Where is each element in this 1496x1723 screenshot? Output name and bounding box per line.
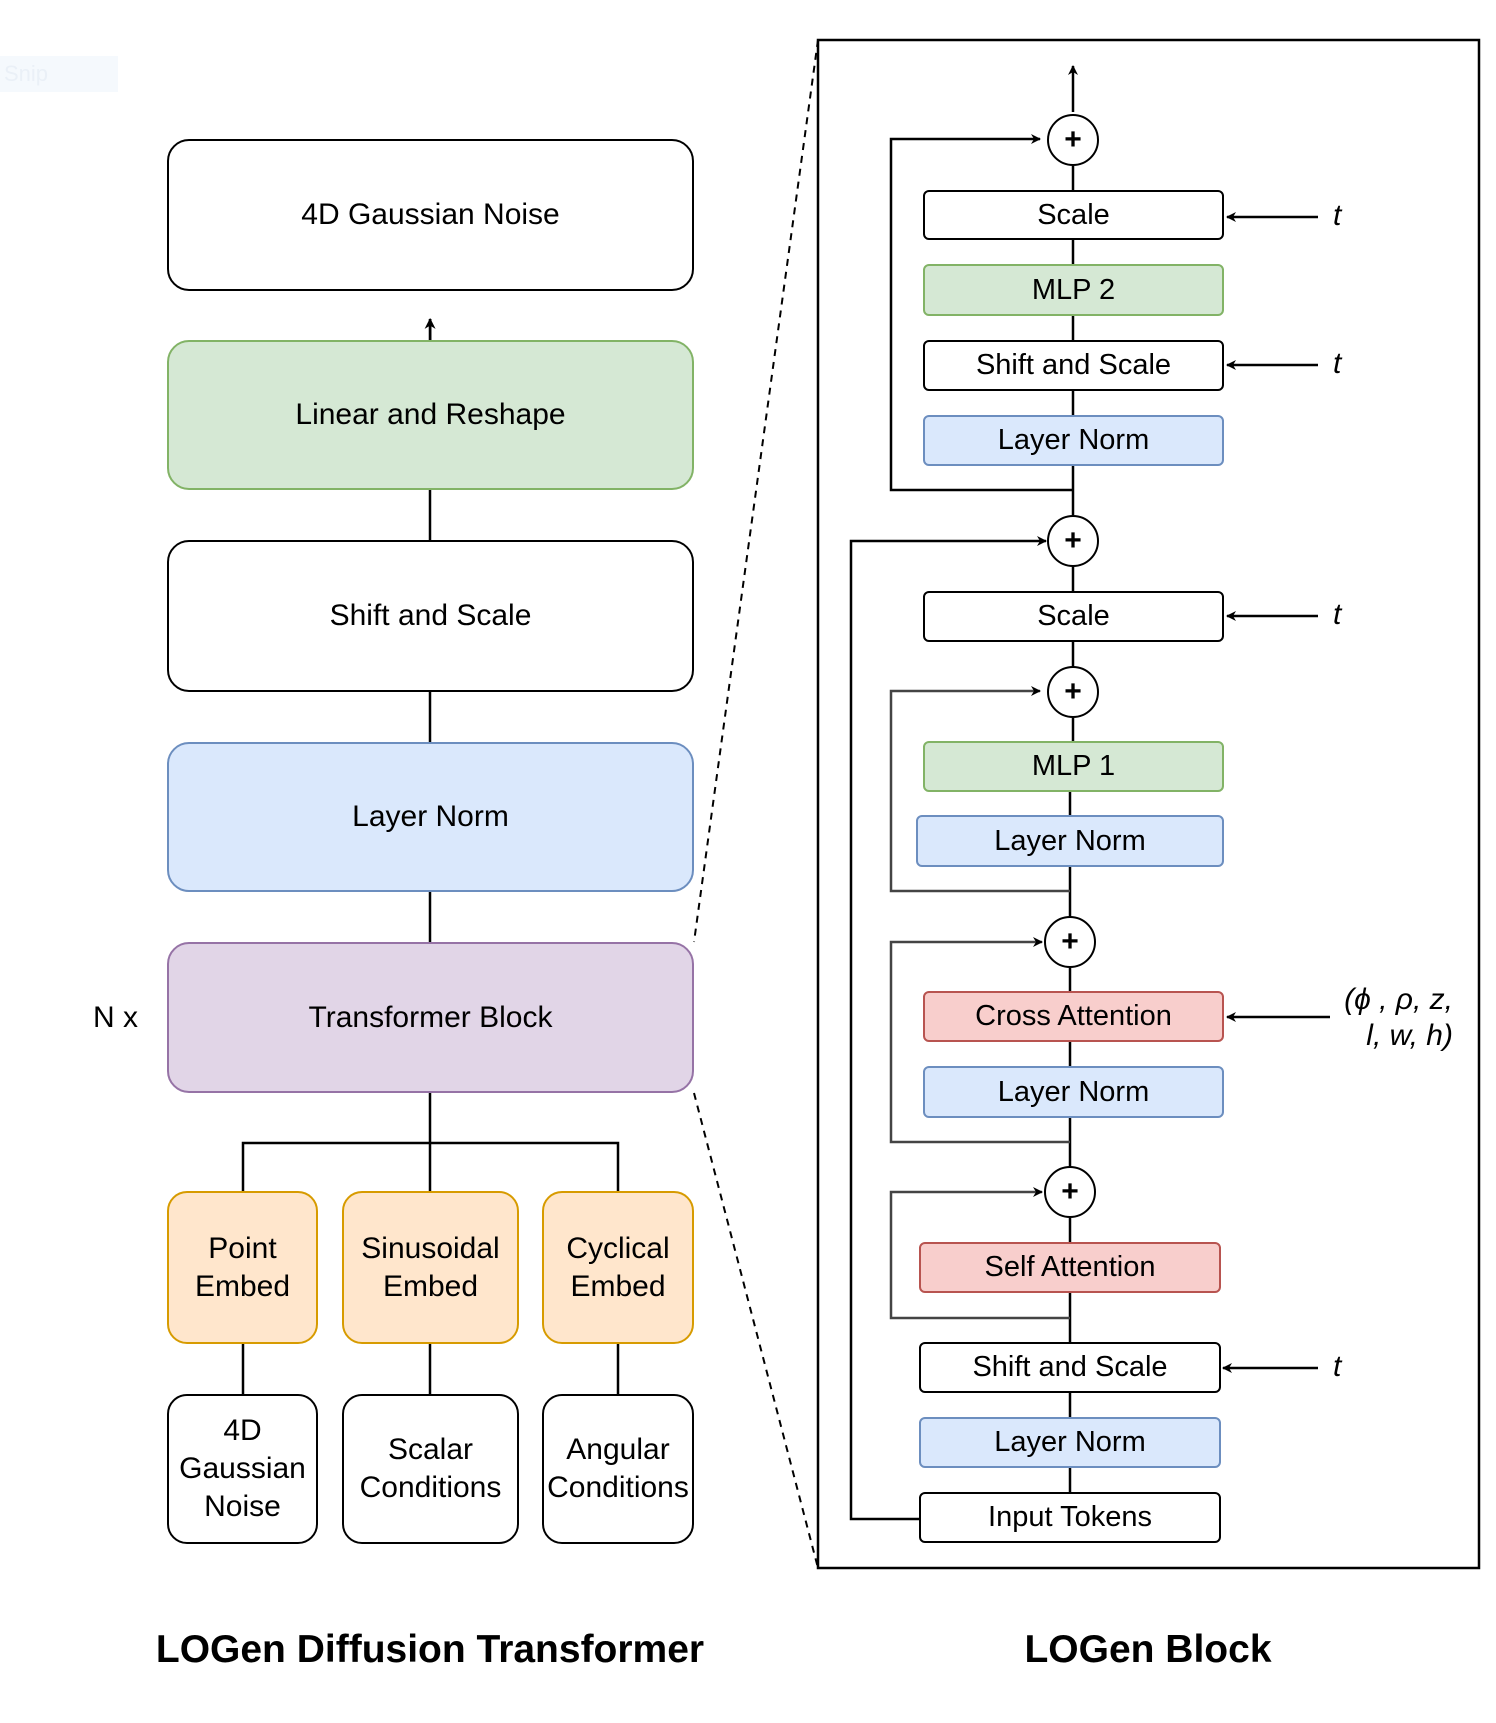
layer-norm-3-label: Layer Norm [997, 1075, 1150, 1108]
layer-norm-4-box: Layer Norm [919, 1417, 1221, 1468]
layer-norm-3-box: Layer Norm [923, 1066, 1224, 1118]
shift-scale-bottom-box: Shift and Scale [919, 1342, 1221, 1393]
mlp1-box: MLP 1 [923, 741, 1224, 792]
cyclical-embed-label: Cyclical Embed [566, 1231, 670, 1303]
mlp1-label: MLP 1 [1031, 750, 1116, 782]
cyclical-embed-box: Cyclical Embed [542, 1191, 694, 1344]
mlp2-box: MLP 2 [923, 264, 1224, 316]
cross-attention-label: Cross Attention [975, 1000, 1172, 1032]
timestep-label-4: t [1333, 1350, 1342, 1383]
shift-scale-top-box: Shift and Scale [923, 340, 1224, 391]
gaussian-noise-input-box: 4D Gaussian Noise [167, 1394, 318, 1544]
transformer-block-box: Transformer Block [167, 942, 694, 1093]
add-node-5: + [1044, 1166, 1096, 1218]
add-node-2: + [1047, 515, 1099, 567]
output-noise-label: 4D Gaussian Noise [301, 198, 560, 231]
add-node-1: + [1047, 114, 1099, 166]
gaussian-noise-input-label: 4D Gaussian Noise [179, 1414, 306, 1523]
timestep-label-1: t [1333, 199, 1342, 232]
mlp2-label: MLP 2 [1031, 273, 1116, 306]
self-attention-label: Self Attention [984, 1251, 1156, 1283]
shift-scale-bottom-label: Shift and Scale [972, 1351, 1168, 1383]
timestep-label-2: t [1333, 347, 1342, 380]
conditions-label: (ϕ , ρ, z, l, w, h) [1344, 983, 1453, 1052]
angular-conditions-label: Angular Conditions [547, 1433, 689, 1504]
layer-norm-box: Layer Norm [167, 742, 694, 892]
scale-mid-box: Scale [923, 591, 1224, 642]
input-tokens-label: Input Tokens [988, 1501, 1152, 1533]
point-embed-box: Point Embed [167, 1191, 318, 1344]
layer-norm-2-label: Layer Norm [994, 824, 1146, 857]
linear-reshape-label: Linear and Reshape [295, 398, 566, 431]
scale-mid-label: Scale [1037, 600, 1110, 632]
timestep-label-3: t [1333, 598, 1342, 631]
layer-norm-2-box: Layer Norm [916, 815, 1224, 867]
scale-top-label: Scale [1037, 198, 1110, 231]
layer-norm-label: Layer Norm [352, 800, 509, 833]
repeat-label: N x [93, 1001, 138, 1034]
sinusoidal-embed-label: Sinusoidal Embed [361, 1231, 500, 1303]
linear-reshape-box: Linear and Reshape [167, 340, 694, 490]
left-caption: LOGen Diffusion Transformer [155, 1628, 705, 1671]
add-node-4: + [1044, 916, 1096, 968]
watermark: Snip [0, 56, 118, 92]
shift-scale-label: Shift and Scale [329, 599, 532, 632]
layer-norm-1-box: Layer Norm [923, 415, 1224, 466]
input-tokens-box: Input Tokens [919, 1492, 1221, 1543]
layer-norm-1-label: Layer Norm [997, 424, 1150, 456]
point-embed-label: Point Embed [194, 1231, 291, 1303]
angular-conditions-box: Angular Conditions [542, 1394, 694, 1544]
self-attention-box: Self Attention [919, 1242, 1221, 1293]
shift-scale-box: Shift and Scale [167, 540, 694, 692]
shift-scale-top-label: Shift and Scale [975, 349, 1172, 381]
scale-top-box: Scale [923, 190, 1224, 240]
scalar-conditions-label: Scalar Conditions [359, 1433, 502, 1504]
output-noise-box: 4D Gaussian Noise [167, 139, 694, 291]
transformer-block-label: Transformer Block [308, 1000, 553, 1034]
layer-norm-4-label: Layer Norm [994, 1426, 1146, 1458]
sinusoidal-embed-box: Sinusoidal Embed [342, 1191, 519, 1344]
cross-attention-box: Cross Attention [923, 991, 1224, 1042]
right-caption: LOGen Block [1024, 1628, 1272, 1671]
add-node-3: + [1047, 666, 1099, 718]
scalar-conditions-box: Scalar Conditions [342, 1394, 519, 1544]
